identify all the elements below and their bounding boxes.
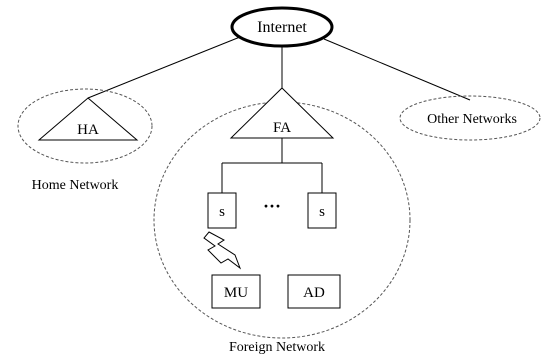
other-networks-label: Other Networks bbox=[427, 112, 517, 127]
ad-label: AD bbox=[303, 285, 325, 301]
internet-links bbox=[87, 36, 471, 101]
foreign-network-boundary bbox=[153, 101, 411, 339]
wireless-link-icon bbox=[203, 231, 242, 270]
station-s1-label: s bbox=[219, 204, 225, 220]
station-s1-box bbox=[207, 192, 237, 229]
other-networks-boundary bbox=[399, 95, 541, 141]
mu-node: MU bbox=[211, 274, 261, 309]
ad-node: AD bbox=[287, 274, 341, 309]
fa-label: FA bbox=[273, 120, 291, 136]
link-internet-other bbox=[323, 38, 471, 101]
mu-box bbox=[211, 274, 261, 309]
home-network-boundary bbox=[17, 88, 153, 164]
link-internet-ha bbox=[87, 36, 241, 99]
internet-ellipse bbox=[230, 6, 334, 48]
home-network: HA Home Network bbox=[17, 88, 153, 193]
foreign-network: FA s ··· s MU AD Foreign Network bbox=[153, 87, 411, 355]
stations-ellipsis: ··· bbox=[263, 196, 281, 216]
internet-node: Internet bbox=[230, 6, 334, 48]
home-network-label: Home Network bbox=[32, 178, 119, 193]
ad-box bbox=[287, 274, 341, 309]
internet-label: Internet bbox=[257, 19, 307, 36]
ha-triangle bbox=[37, 97, 139, 141]
fa-tree-lines bbox=[221, 138, 323, 193]
other-networks: Other Networks bbox=[399, 95, 541, 141]
station-s2: s bbox=[307, 192, 337, 229]
station-s1: s bbox=[207, 192, 237, 229]
foreign-network-label: Foreign Network bbox=[229, 340, 325, 355]
station-s2-box bbox=[307, 192, 337, 229]
mu-label: MU bbox=[224, 285, 248, 301]
ha-label: HA bbox=[77, 122, 99, 138]
station-s2-label: s bbox=[319, 204, 325, 220]
